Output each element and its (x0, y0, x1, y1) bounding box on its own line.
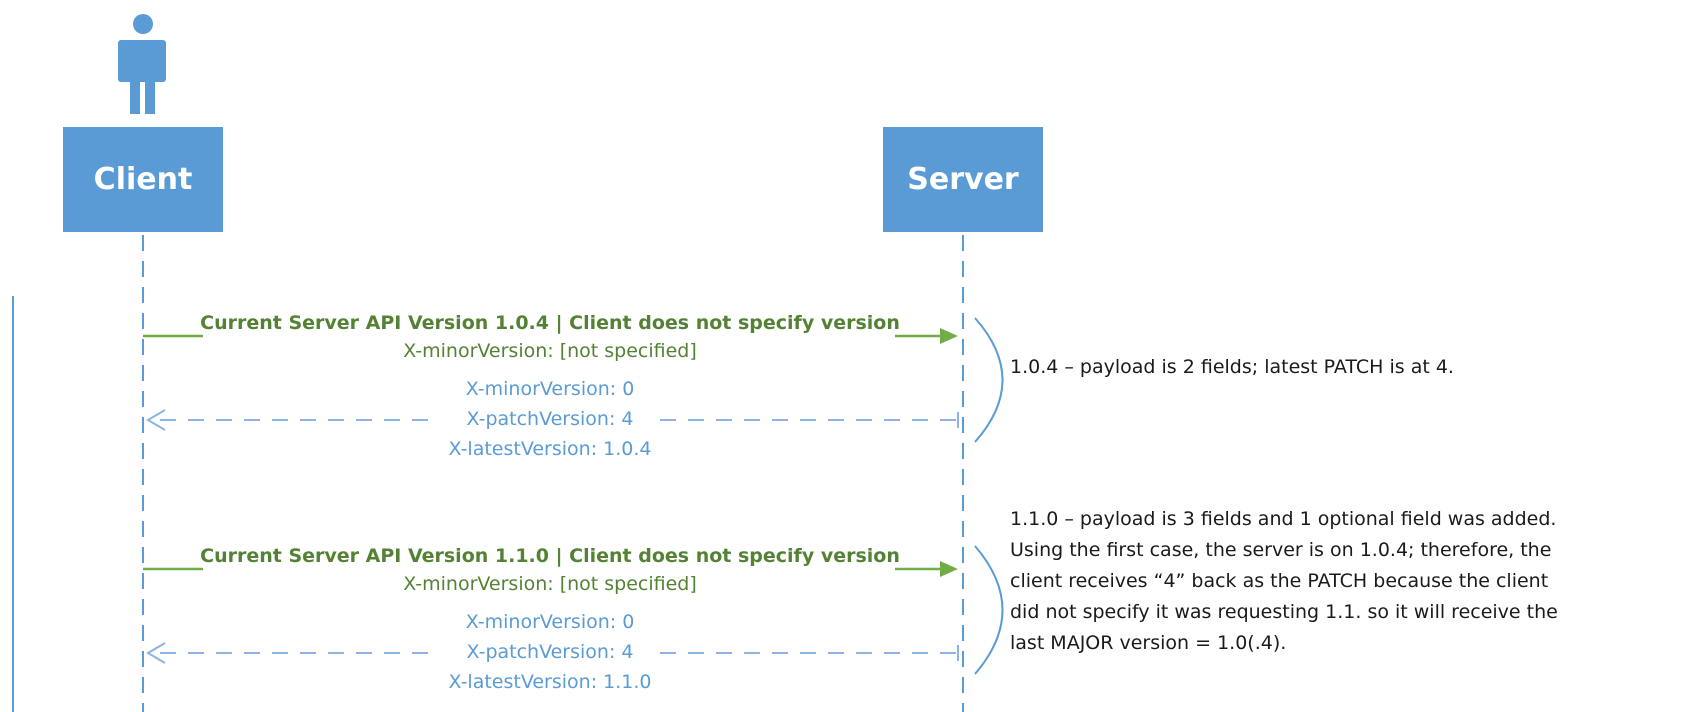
note-text: 1.1.0 – payload is 3 fields and 1 option… (1010, 504, 1558, 659)
request-header: X-minorVersion: [not specified] (403, 340, 697, 362)
server-actor-box: Server (883, 127, 1043, 232)
note-line: 1.1.0 – payload is 3 fields and 1 option… (1010, 508, 1557, 530)
request-title: Current Server API Version 1.0.4 | Clien… (200, 312, 900, 334)
note-line: Using the first case, the server is on 1… (1010, 539, 1552, 561)
server-label: Server (907, 162, 1019, 197)
person-icon (118, 14, 166, 114)
note-bracket (974, 317, 1004, 443)
note-bracket (974, 545, 1004, 675)
note-text: 1.0.4 – payload is 2 fields; latest PATC… (1010, 352, 1454, 383)
request-arrow (143, 561, 958, 577)
note-line: last MAJOR version = 1.0(.4). (1010, 632, 1287, 654)
note-line: did not specify it was requesting 1.1. s… (1010, 601, 1558, 623)
response-header: X-latestVersion: 1.1.0 (448, 671, 652, 693)
note-line: client receives “4” back as the PATCH be… (1010, 570, 1549, 592)
response-header: X-patchVersion: 4 (466, 641, 634, 663)
response-header: X-minorVersion: 0 (465, 378, 635, 400)
client-label: Client (93, 162, 193, 197)
response-header: X-latestVersion: 1.0.4 (448, 438, 652, 460)
request-title: Current Server API Version 1.1.0 | Clien… (200, 545, 900, 567)
response-header: X-patchVersion: 4 (466, 408, 634, 430)
request-header: X-minorVersion: [not specified] (403, 573, 697, 595)
response-arrow (146, 409, 959, 431)
request-arrow (143, 328, 958, 344)
client-actor-box: Client (63, 127, 223, 232)
response-header: X-minorVersion: 0 (465, 611, 635, 633)
note-line: 1.0.4 – payload is 2 fields; latest PATC… (1010, 356, 1454, 378)
response-arrow (146, 642, 959, 664)
